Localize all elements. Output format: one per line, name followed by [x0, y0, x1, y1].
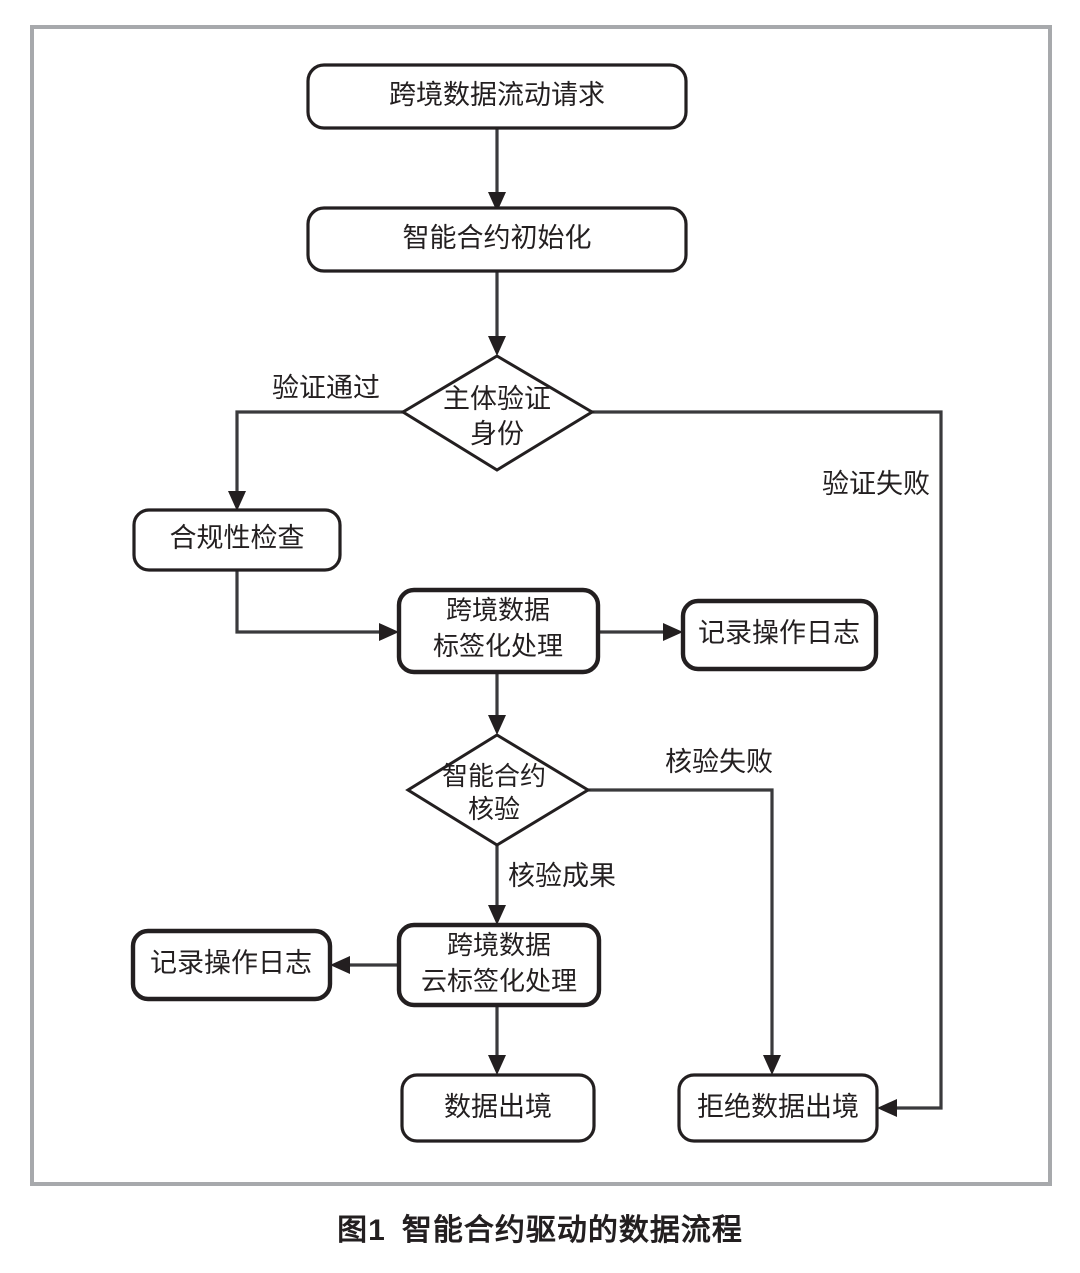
edge-cloud-tagging-to-export — [488, 1003, 506, 1075]
node-cloud-tagging-shape — [396, 922, 602, 1008]
node-data-export[interactable]: 数据出境 — [400, 1073, 596, 1143]
edge-identity-pass-to-compliance — [228, 410, 405, 511]
edge-compliance-to-tagging — [235, 568, 399, 641]
node-data-rejected[interactable]: 拒绝数据出境 — [677, 1073, 879, 1143]
node-log-bottom[interactable]: 记录操作日志 — [130, 928, 333, 1002]
node-request[interactable]: 跨境数据流动请求 — [306, 63, 688, 130]
node-contract-verify-shape — [405, 733, 591, 847]
node-identity-check-label-line2: 身份 — [470, 419, 524, 449]
arrow-head-icon — [488, 336, 506, 356]
node-log-top-label: 记录操作日志 — [698, 618, 860, 648]
node-init[interactable]: 智能合约初始化 — [306, 206, 688, 273]
node-log-bottom-label: 记录操作日志 — [150, 948, 312, 978]
node-tagging[interactable]: 跨境数据 标签化处理 — [396, 587, 601, 675]
edge-request-to-init — [488, 126, 506, 212]
node-log-top-shape — [680, 598, 879, 672]
node-cloud-tagging-label-line2: 云标签化处理 — [421, 967, 577, 996]
arrow-head-icon — [379, 623, 399, 641]
arrow-head-icon — [488, 715, 506, 735]
figure-caption: 图1 智能合约驱动的数据流程 — [0, 1205, 1080, 1249]
node-request-shape — [306, 63, 688, 130]
node-data-rejected-label: 拒绝数据出境 — [697, 1092, 859, 1122]
node-tagging-label-line1: 跨境数据 — [446, 596, 550, 625]
node-log-top[interactable]: 记录操作日志 — [680, 598, 879, 672]
arrow-head-icon — [330, 956, 350, 974]
node-contract-verify[interactable]: 智能合约 核验 — [405, 733, 591, 847]
node-identity-check-label-line1: 主体验证 — [443, 384, 551, 414]
edge-cloud-tagging-to-log-bottom — [330, 956, 401, 974]
node-init-label: 智能合约初始化 — [403, 223, 592, 253]
node-log-bottom-shape — [130, 928, 333, 1002]
node-compliance[interactable]: 合规性检查 — [132, 508, 342, 572]
edge-verify-success-to-cloud-tagging — [488, 843, 506, 925]
edge-tagging-to-contract-verify — [488, 670, 506, 735]
node-data-rejected-shape — [677, 1073, 879, 1143]
arrow-head-icon — [877, 1099, 897, 1117]
edge-identity-fail-to-rejected — [590, 410, 943, 1117]
arrow-head-icon — [763, 1055, 781, 1075]
node-data-export-label: 数据出境 — [444, 1092, 552, 1122]
edge-label-check-success: 核验成果 — [508, 861, 616, 891]
figure-caption-number: 图1 — [337, 1214, 386, 1247]
arrow-head-icon — [488, 192, 506, 212]
node-compliance-shape — [132, 508, 342, 572]
node-data-export-shape — [400, 1073, 596, 1143]
node-cloud-tagging[interactable]: 跨境数据 云标签化处理 — [396, 922, 602, 1008]
arrow-head-icon — [488, 905, 506, 925]
edge-label-check-fail: 核验失败 — [665, 747, 773, 777]
node-tagging-label-line2: 标签化处理 — [433, 632, 563, 661]
arrow-head-icon — [228, 491, 246, 511]
node-identity-check[interactable]: 主体验证 身份 — [400, 354, 595, 472]
node-request-label: 跨境数据流动请求 — [389, 80, 605, 110]
edge-tagging-to-log-top — [596, 623, 683, 641]
node-identity-check-shape — [400, 354, 595, 472]
edge-verify-fail-to-rejected — [586, 788, 781, 1075]
figure-caption-title: 智能合约驱动的数据流程 — [401, 1214, 743, 1247]
node-init-shape — [306, 206, 688, 273]
arrow-head-icon — [488, 1055, 506, 1075]
node-contract-verify-label-line1: 智能合约 — [442, 762, 546, 791]
edge-label-verify-fail: 验证失败 — [822, 469, 930, 499]
node-compliance-label: 合规性检查 — [170, 523, 305, 553]
edge-init-to-identity — [488, 269, 506, 356]
node-tagging-shape — [396, 587, 601, 675]
edge-label-verify-pass: 验证通过 — [272, 373, 380, 403]
node-contract-verify-label-line2: 核验 — [468, 795, 520, 824]
node-cloud-tagging-label-line1: 跨境数据 — [447, 931, 551, 960]
arrow-head-icon — [663, 623, 683, 641]
